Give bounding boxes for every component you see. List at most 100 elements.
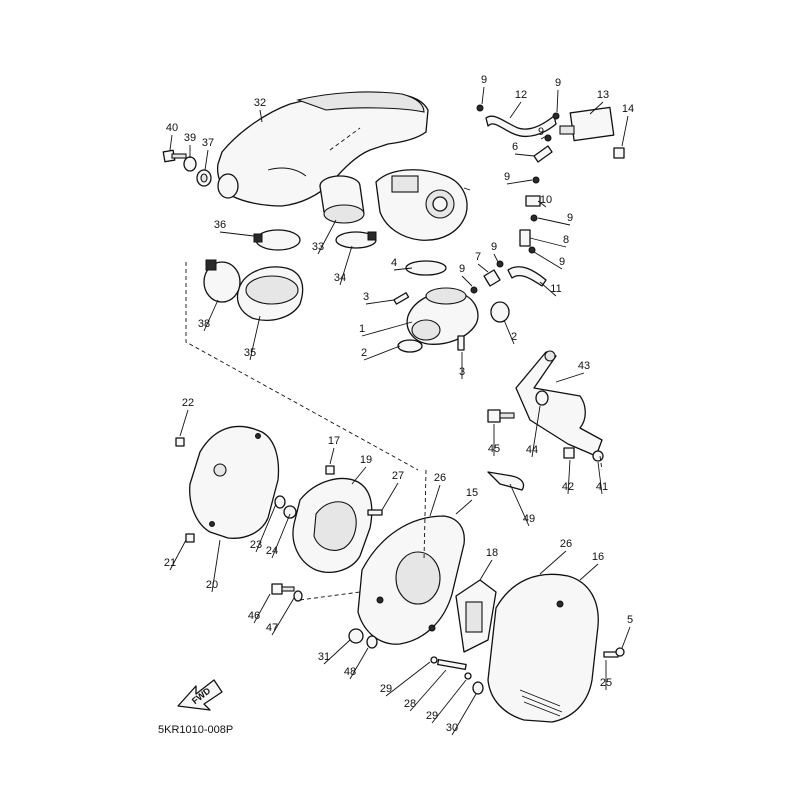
air-cleaner-cover-part-20 [189, 425, 280, 539]
callout-label-34: 34 [334, 272, 346, 284]
callout-leader-29b [431, 679, 467, 724]
hose-part-6 [533, 145, 553, 163]
callout-label-2b: 2 [511, 331, 517, 343]
callout-label-44: 44 [526, 444, 538, 456]
callout-label-36: 36 [214, 219, 226, 231]
callout-leader-38 [203, 299, 219, 332]
element-part-19 [292, 478, 373, 573]
hose-part-8 [519, 229, 531, 247]
callout-leader-49 [509, 483, 530, 527]
callout-leader-6 [514, 153, 535, 157]
callout-leader-20 [211, 539, 221, 593]
callout-label-29b: 29 [426, 710, 438, 722]
callout-label-39: 39 [184, 132, 196, 144]
callout-leader-9h [461, 275, 473, 287]
callout-label-38: 38 [198, 318, 210, 330]
bolt-part-42 [563, 447, 575, 459]
callout-label-33: 33 [312, 241, 324, 253]
callout-label-41: 41 [596, 481, 608, 493]
screw-part-17 [325, 465, 335, 475]
callout-leader-14 [621, 115, 629, 147]
callout-label-42: 42 [562, 481, 574, 493]
callout-leader-30 [451, 693, 477, 736]
callout-label-3b: 3 [459, 366, 465, 378]
callout-leader-18 [479, 559, 493, 581]
callout-label-21: 21 [164, 557, 176, 569]
fwd-arrow-icon: FWD [177, 679, 223, 711]
callout-leader-13 [589, 101, 604, 115]
pipe-part-7 [483, 269, 501, 287]
callout-leader-26a [429, 484, 441, 517]
callout-leader-28 [409, 669, 447, 712]
callout-leader-9g [533, 251, 563, 270]
callout-leader-47 [271, 597, 295, 636]
air-duct-part [216, 91, 429, 207]
callout-leader-2b [503, 319, 515, 345]
callout-label-26b: 26 [560, 538, 572, 550]
callout-label-9d: 9 [504, 171, 510, 183]
washer-part-47 [293, 590, 303, 602]
callout-leader-42 [567, 459, 571, 495]
callout-leader-4 [393, 267, 413, 271]
screw-part-3a [393, 292, 410, 305]
callout-leader-29a [385, 661, 431, 697]
callout-leader-40 [169, 134, 173, 151]
callout-label-16: 16 [592, 551, 604, 563]
callout-label-43: 43 [578, 360, 590, 372]
callout-leader-23 [255, 503, 277, 553]
callout-label-19: 19 [360, 454, 372, 466]
callout-label-10: 10 [540, 194, 552, 206]
screw-part-27 [367, 509, 383, 516]
hose-part-11 [507, 266, 547, 287]
callout-leader-32 [259, 109, 263, 123]
callout-label-47: 47 [266, 622, 278, 634]
callout-label-37: 37 [202, 137, 214, 149]
callout-leader-36 [219, 231, 255, 237]
clamp-part-38 [203, 259, 241, 303]
clip-part-30 [472, 681, 484, 695]
callout-label-9a: 9 [481, 74, 487, 86]
callout-leader-17 [329, 447, 335, 465]
callout-label-18: 18 [486, 547, 498, 559]
callout-label-14: 14 [622, 103, 634, 115]
callout-label-5: 5 [627, 614, 633, 626]
callout-label-17: 17 [328, 435, 340, 447]
callout-label-7: 7 [475, 251, 481, 263]
callout-leader-12 [509, 101, 522, 119]
callout-leader-9b [556, 89, 559, 113]
callout-leader-35 [249, 315, 261, 361]
callout-label-6: 6 [512, 141, 518, 153]
callout-label-30: 30 [446, 722, 458, 734]
callout-label-12: 12 [515, 89, 527, 101]
bolt-part-46 [271, 583, 295, 595]
callout-leader-3a [365, 299, 395, 305]
callout-label-4: 4 [391, 257, 397, 269]
clamp-part-4 [405, 260, 447, 276]
callout-label-9c: 9 [538, 126, 544, 138]
pin-part-28 [437, 658, 467, 671]
carburetor-part [375, 169, 471, 241]
callout-leader-44 [531, 405, 541, 458]
screw-part-21 [185, 533, 195, 543]
callout-label-49: 49 [523, 513, 535, 525]
callout-label-20: 20 [206, 579, 218, 591]
callout-leader-34 [339, 245, 353, 286]
callout-label-31: 31 [318, 651, 330, 663]
callout-leader-10 [537, 200, 547, 208]
callout-leader-1 [361, 321, 413, 337]
air-filter-case-part-15 [357, 515, 465, 645]
joint-part-33 [319, 175, 365, 224]
callout-label-25: 25 [600, 677, 612, 689]
collar-part-48 [366, 635, 378, 649]
washer-part-24 [283, 505, 297, 519]
o-ring-part-2a [397, 339, 423, 353]
callout-label-24: 24 [266, 545, 278, 557]
callout-leader-16 [579, 563, 599, 581]
callout-leader-19 [351, 466, 367, 485]
clips-part-9 [470, 104, 560, 294]
callout-label-13: 13 [597, 89, 609, 101]
callout-leader-27 [381, 482, 399, 511]
callout-leader-8 [529, 237, 567, 248]
callout-leader-5 [621, 626, 631, 649]
